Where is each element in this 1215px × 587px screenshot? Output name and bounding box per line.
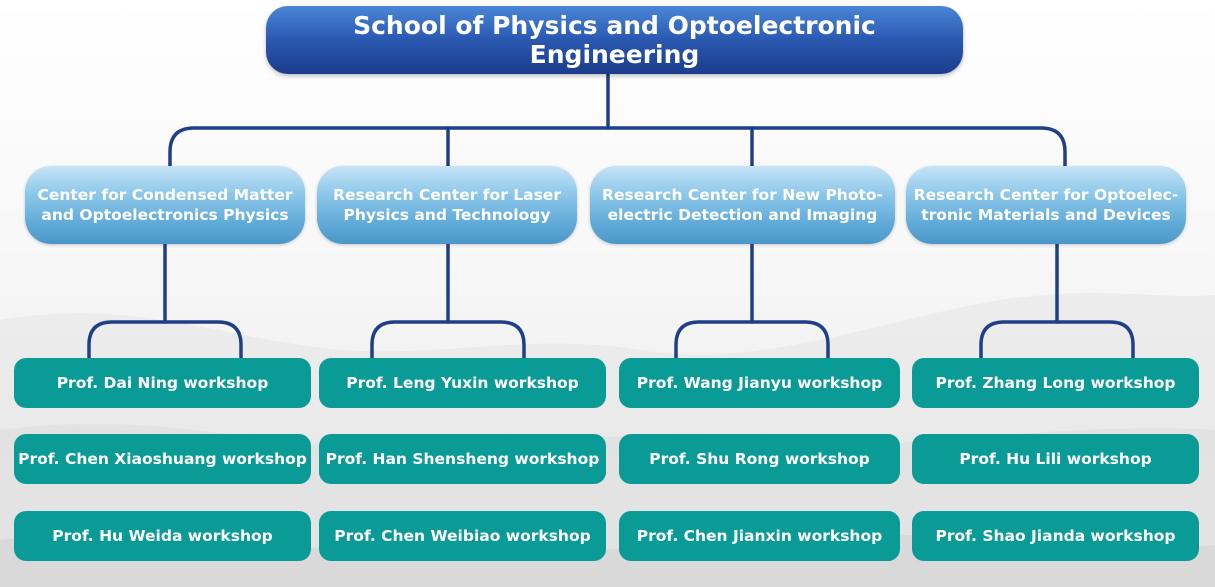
workshop-node: Prof. Hu Lili workshop [912,434,1199,484]
center-node-condensed-matter: Center for Condensed Matter and Optoelec… [25,166,305,244]
workshop-node: Prof. Shao Jianda workshop [912,511,1199,561]
center-label-line2: Physics and Technology [343,206,551,224]
root-node: School of Physics and Optoelectronic Eng… [266,6,963,74]
workshop-node: Prof. Dai Ning workshop [14,358,311,408]
connector-center-4-arch [979,320,1135,360]
center-node-laser-physics: Research Center for Laser Physics and Te… [317,166,577,244]
workshop-node: Prof. Hu Weida workshop [14,511,311,561]
connector-center-2-arch [370,320,526,360]
center-label-line2: electric Detection and Imaging [607,206,878,224]
workshop-node: Prof. Chen Jianxin workshop [619,511,900,561]
center-label-line1: Research Center for Optoelec- [913,186,1179,204]
center-label-line2: and Optoelectronics Physics [41,206,289,224]
center-label-line2: tronic Materials and Devices [921,206,1171,224]
center-label-line1: Center for Condensed Matter [37,186,293,204]
workshop-node: Prof. Wang Jianyu workshop [619,358,900,408]
center-node-photoelectric-detection: Research Center for New Photo- electric … [590,166,895,244]
connector-top-arch [168,126,1067,168]
workshop-node: Prof. Chen Xiaoshuang workshop [14,434,311,484]
root-title: School of Physics and Optoelectronic Eng… [353,11,876,69]
workshop-node: Prof. Shu Rong workshop [619,434,900,484]
connector-center-1-arch [87,320,243,360]
center-label-line1: Research Center for New Photo- [602,186,883,204]
center-node-optoelectronic-materials: Research Center for Optoelec- tronic Mat… [906,166,1186,244]
workshop-node: Prof. Chen Weibiao workshop [319,511,606,561]
workshop-node: Prof. Leng Yuxin workshop [319,358,606,408]
connector-center-3-arch [674,320,830,360]
workshop-node: Prof. Han Shensheng workshop [319,434,606,484]
workshop-node: Prof. Zhang Long workshop [912,358,1199,408]
center-label-line1: Research Center for Laser [333,186,561,204]
